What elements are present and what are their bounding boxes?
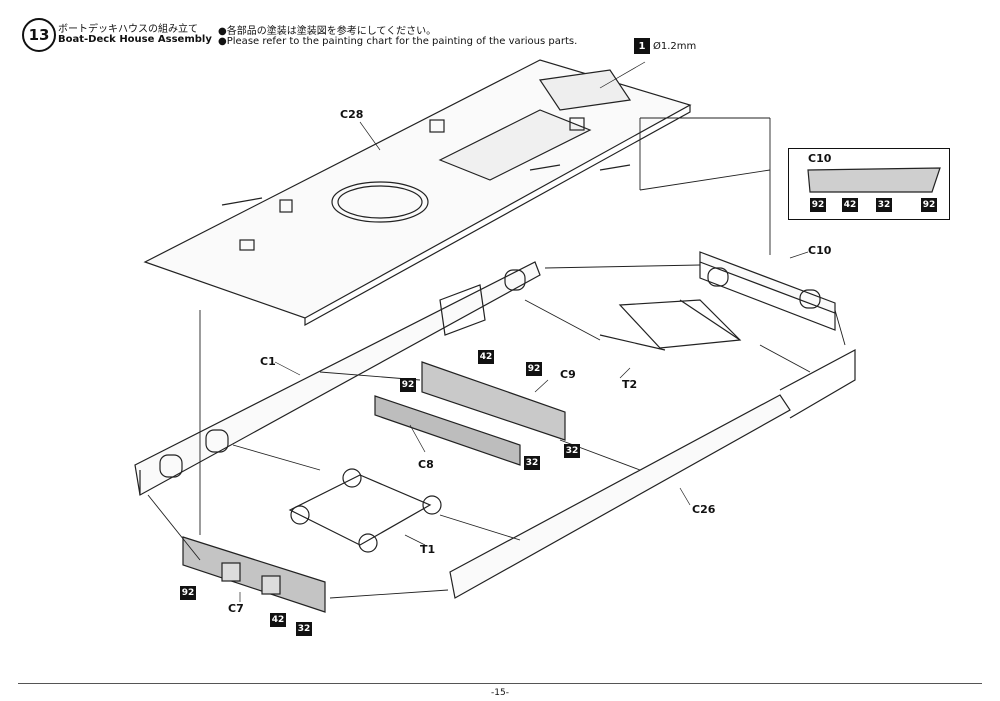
part-label-c1: C1 bbox=[260, 355, 276, 368]
paint-code-c9-a: 42 bbox=[478, 350, 494, 364]
front-piece-c7 bbox=[182, 536, 326, 613]
c10-detail-inset bbox=[788, 148, 950, 220]
part-label-c10: C10 bbox=[808, 244, 832, 257]
drill-icon: 1 bbox=[634, 38, 650, 54]
paint-code-c7-c: 32 bbox=[296, 622, 312, 636]
deck-oval bbox=[331, 181, 429, 223]
paint-code-c7-a: 92 bbox=[180, 586, 196, 600]
frame-t1 bbox=[288, 474, 432, 546]
part-label-c7: C7 bbox=[228, 602, 244, 615]
footer-divider bbox=[18, 683, 982, 684]
panel-c8 bbox=[374, 395, 521, 466]
part-label-c26: C26 bbox=[692, 503, 716, 516]
painting-note-en: ●Please refer to the painting chart for … bbox=[218, 36, 578, 47]
paint-code-c7-b: 42 bbox=[270, 613, 286, 627]
part-label-c10-inset: C10 bbox=[808, 152, 832, 165]
step-title-jp: ボートデッキハウスの組み立て bbox=[58, 24, 198, 35]
side-wall-c1 bbox=[134, 261, 541, 496]
part-label-c8: C8 bbox=[418, 458, 434, 471]
paint-code-inset-c: 32 bbox=[876, 198, 892, 212]
paint-code-inset-d: 92 bbox=[921, 198, 937, 212]
paint-code-inset-b: 42 bbox=[842, 198, 858, 212]
drill-size: Ø1.2mm bbox=[653, 40, 697, 52]
paint-code-c8-a: 32 bbox=[524, 456, 540, 470]
part-label-t1: T1 bbox=[420, 543, 436, 556]
step-title-en: Boat-Deck House Assembly bbox=[58, 34, 212, 45]
frame-t2 bbox=[618, 299, 742, 349]
step-number-badge: 13 bbox=[22, 18, 56, 52]
paint-code-c9-c: 92 bbox=[526, 362, 542, 376]
side-wall-c26 bbox=[449, 394, 791, 599]
paint-code-c9-b: 92 bbox=[400, 378, 416, 392]
part-label-c28: C28 bbox=[340, 108, 364, 121]
panel-c9 bbox=[421, 361, 566, 441]
part-label-c9: C9 bbox=[560, 368, 576, 381]
paint-code-c9-d: 32 bbox=[564, 444, 580, 458]
part-label-t2: T2 bbox=[622, 378, 638, 391]
page-number: -15- bbox=[491, 688, 509, 698]
paint-code-inset-a: 92 bbox=[810, 198, 826, 212]
drill-callout: 1 Ø1.2mm bbox=[634, 38, 696, 54]
painting-note-jp: ●各部品の塗装は塗装図を参考にしてください。 bbox=[218, 26, 437, 37]
